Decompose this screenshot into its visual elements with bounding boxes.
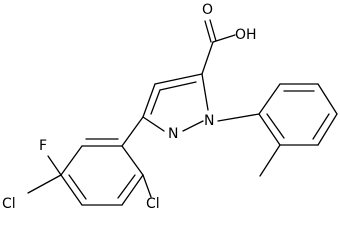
bond-c5-ccooh [201,41,214,75]
bond-c-cl-ortho [142,174,152,198]
chemical-structure-diagram: OH O N N F Cl Cl [2,2,338,212]
bond-c-o-double-a [204,20,212,43]
bond-c-oh [212,34,236,43]
nitrogen-1-label: N [204,113,214,129]
bond-n2-c3 [142,116,165,132]
bond-ar-5-inner [117,174,136,199]
nitrogen-2-label: N [168,126,178,142]
bond-c4-c5 [154,73,203,85]
bond-c3-c4-inner [150,89,161,115]
bond-c5-n1 [201,73,209,111]
bond-ar-5 [121,174,144,206]
chlorine-para-label: Cl [2,196,16,212]
bond-c3-c4 [142,83,156,118]
bond-tol-3 [317,83,338,115]
bond-n1-n2 [182,120,204,132]
fluorine-label: F [39,138,47,154]
chlorine-ortho-label: Cl [146,196,160,212]
bond-tol-6 [258,113,281,146]
bond-c3-c1ar [121,116,144,147]
pyrazole-ring [142,73,209,132]
bond-ar-6 [121,145,144,176]
bond-n1-c1prime [217,113,260,122]
bond-c4-c5-inner [159,81,197,91]
bond-ar-3-inner [68,174,87,200]
tolyl-ring [217,83,338,177]
carbonyl-oxygen-label: O [202,2,213,18]
bond-ar-3 [60,174,83,206]
bond-methyl [259,144,281,177]
carboxylic-acid-group [201,19,236,75]
dichlorofluorophenyl-ring [27,116,152,206]
bond-tol-1 [258,83,281,115]
oh-label: OH [235,27,257,43]
bond-tol-4 [317,113,338,146]
bond-c-f [47,155,62,176]
bond-c-o-double-b [209,19,217,42]
bond-c-cl-para [27,174,62,194]
bond-tol-4-inner [312,113,330,140]
bond-tol-6-inner [266,113,285,139]
bond-ar-2 [60,145,83,176]
